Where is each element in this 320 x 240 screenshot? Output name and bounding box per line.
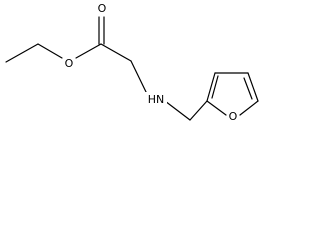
structure-diagram: O O HN O xyxy=(5,1,259,123)
bond-ethyl-ch3-ch2 xyxy=(5,43,39,63)
ester-oxygen-label-bg xyxy=(63,56,75,70)
ester-oxygen-label: O xyxy=(65,57,74,70)
furan-oxygen-label-bg xyxy=(227,109,239,123)
carbonyl-oxygen-label-bg xyxy=(96,1,107,14)
furan-bond-c5-oxygen xyxy=(239,100,259,116)
furan-bond-oxygen-c2 xyxy=(206,100,227,116)
amine-nitrogen-label-bg xyxy=(145,92,167,106)
furan-bond-c4-c5 xyxy=(247,72,259,102)
carbonyl-oxygen-label: O xyxy=(98,2,107,15)
bond-ester-oxygen-carbonyl xyxy=(75,43,102,59)
bond-methylene-furan xyxy=(189,100,208,121)
furan-bond-c2-c3 xyxy=(206,72,216,102)
bond-carbonyl-alpha-carbon xyxy=(100,43,132,62)
furan-double-bond-c2-c3 xyxy=(211,75,219,99)
bond-ethyl-ch2-oxygen xyxy=(37,43,63,59)
furan-double-bond-c4-c5 xyxy=(243,77,253,100)
bond-nitrogen-methylene xyxy=(164,100,191,121)
furan-oxygen-label: O xyxy=(229,110,238,123)
bond-alpha-carbon-nitrogen xyxy=(130,60,148,95)
amine-nitrogen-label: HN xyxy=(148,93,165,106)
